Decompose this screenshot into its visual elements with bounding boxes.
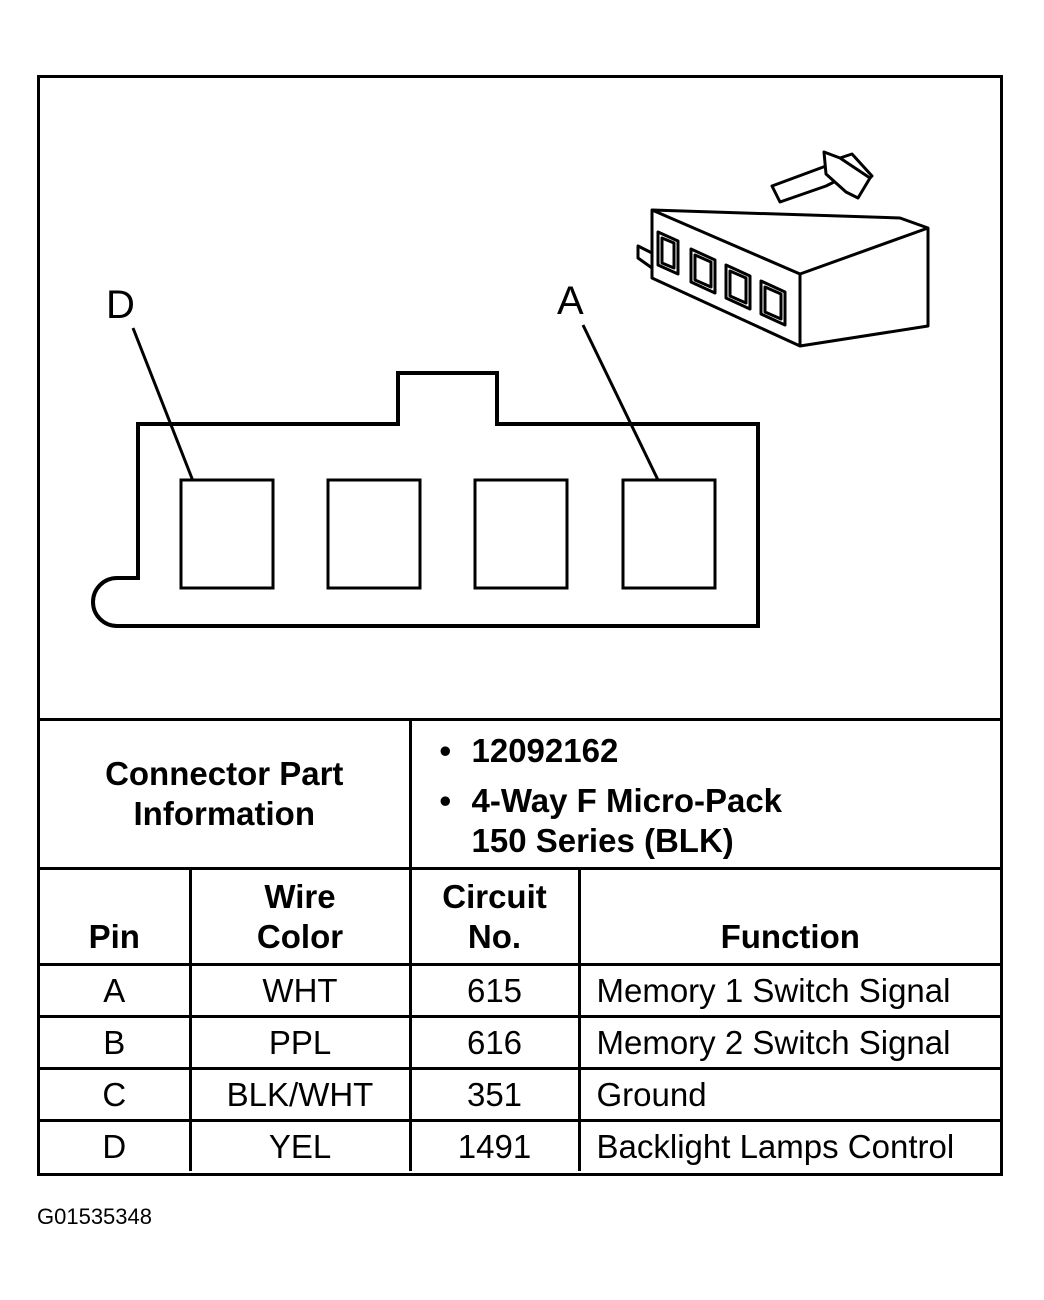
table-row: C BLK/WHT 351 Ground <box>40 1067 1001 1122</box>
figure-id: G01535348 <box>37 1204 152 1229</box>
connector-description-line2: 150 Series (BLK) <box>471 822 734 859</box>
table-row: A WHT 615 Memory 1 Switch Signal <box>40 963 1001 1018</box>
pin-label-d: D <box>106 283 135 327</box>
connector-drawing: D A <box>91 150 930 628</box>
header-circuit-no: Circuit No. <box>408 867 581 966</box>
leader-line-a <box>581 324 660 481</box>
wire-color-cell: YEL <box>188 1119 412 1171</box>
pin-label-a: A <box>557 279 584 323</box>
connector-info-label: Connector Part Information <box>40 718 412 870</box>
diagram-frame: D A <box>37 75 1003 1176</box>
wire-color-cell: BLK/WHT <box>188 1067 412 1122</box>
leader-line-d <box>131 327 195 482</box>
connector-description-line1: 4-Way F Micro-Pack <box>471 782 783 819</box>
header-wire-color: Wire Color <box>188 867 412 966</box>
connector-isometric-view <box>636 150 930 348</box>
cavity-b <box>473 478 569 590</box>
connector-part-number: 12092162 <box>471 732 619 769</box>
connector-info-values: • 12092162 • 4-Way F Micro-Pack 150 Seri… <box>408 718 1001 870</box>
circuit-cell: 615 <box>408 963 581 1018</box>
function-cell: Memory 1 Switch Signal <box>577 963 1001 1018</box>
connector-face-outline <box>91 371 760 628</box>
connector-info-label-line1: Connector Part <box>105 755 344 792</box>
wire-color-cell: PPL <box>188 1015 412 1070</box>
cavity-a <box>621 478 717 590</box>
connector-info-label-line2: Information <box>133 795 315 832</box>
function-cell: Backlight Lamps Control <box>577 1119 1001 1171</box>
function-cell: Memory 2 Switch Signal <box>577 1015 1001 1070</box>
connector-info-row: Connector Part Information • 12092162 • … <box>40 718 1001 870</box>
connector-pin-table: Connector Part Information • 12092162 • … <box>40 718 1001 1171</box>
cavity-c <box>326 478 422 590</box>
pin-cell: C <box>40 1067 192 1122</box>
pin-cell: D <box>40 1119 192 1171</box>
table-row: B PPL 616 Memory 2 Switch Signal <box>40 1015 1001 1070</box>
circuit-cell: 351 <box>408 1067 581 1122</box>
bullet-icon: • <box>439 782 452 819</box>
circuit-cell: 1491 <box>408 1119 581 1171</box>
header-pin: Pin <box>40 867 192 966</box>
table-row: D YEL 1491 Backlight Lamps Control <box>40 1119 1001 1171</box>
wire-color-cell: WHT <box>188 963 412 1018</box>
pin-cell: B <box>40 1015 192 1070</box>
bullet-icon: • <box>439 732 452 769</box>
circuit-cell: 616 <box>408 1015 581 1070</box>
pin-cell: A <box>40 963 192 1018</box>
function-cell: Ground <box>577 1067 1001 1122</box>
header-function: Function <box>577 867 1001 966</box>
cavity-d <box>179 478 275 590</box>
pin-table-header-row: Pin Wire Color Circuit No. Function <box>40 867 1001 966</box>
connector-diagram: D A <box>40 78 1000 718</box>
